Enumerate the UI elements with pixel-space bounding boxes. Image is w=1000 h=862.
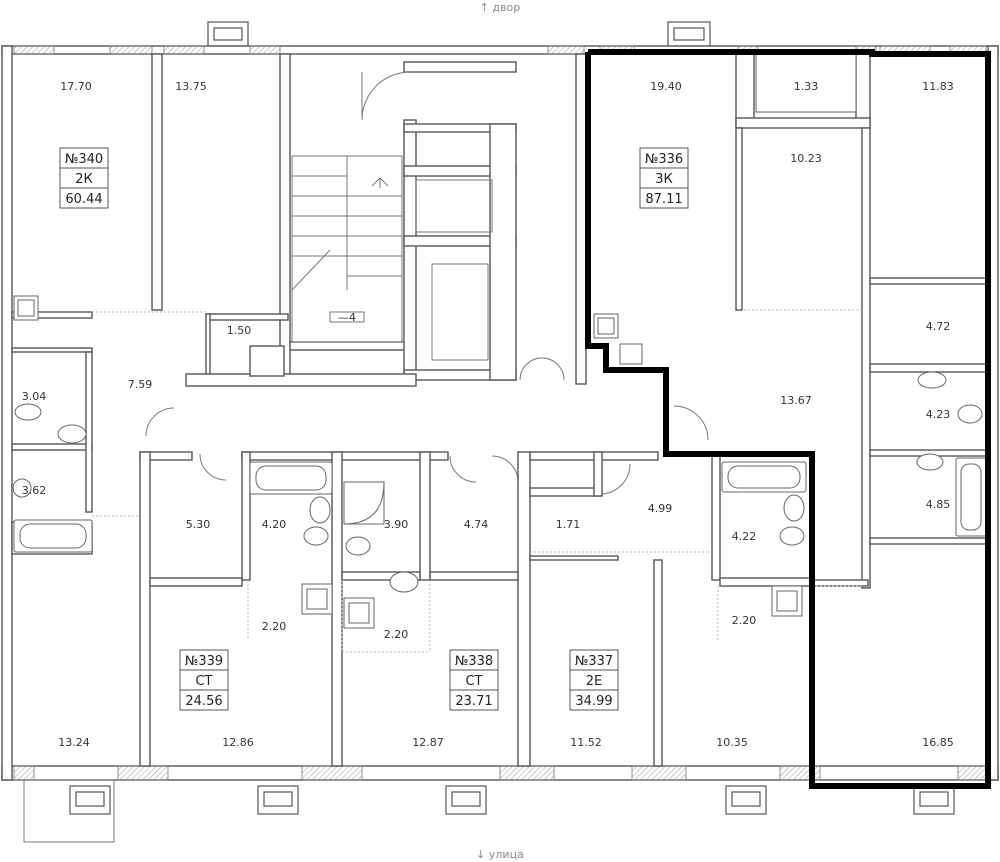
room-area-label: 1.71	[556, 518, 581, 531]
room-area-label: 4.99	[648, 502, 673, 515]
room-area-label: 4.22	[732, 530, 757, 543]
room-area-label: 13.24	[58, 736, 90, 749]
room-area-label: 4.23	[926, 408, 951, 421]
apartment-area: 87.11	[645, 192, 682, 207]
room-area-label: 10.35	[716, 736, 748, 749]
room-area-label: 5.30	[186, 518, 211, 531]
apartment-number: №338	[455, 654, 493, 669]
room-area-label: 13.67	[780, 394, 812, 407]
fixtures	[12, 53, 987, 629]
room-area-label: 12.87	[412, 736, 444, 749]
apartment-number: №340	[65, 152, 103, 167]
apartment-type: 2Е	[586, 674, 603, 689]
room-area-label: 3.90	[384, 518, 409, 531]
room-area-label: 4.72	[926, 320, 951, 333]
stair-mark: —4	[338, 311, 356, 324]
apartment-tag-337: №337 2Е 34.99	[569, 649, 619, 711]
orientation-top: ↑ двор	[480, 1, 521, 14]
room-area-label: 2.20	[262, 620, 287, 633]
apartment-336-outline	[585, 49, 991, 789]
room-area-label: 3.62	[22, 484, 47, 497]
apartment-tag-336: №336 3К 87.11	[639, 147, 689, 209]
apartment-tag-340: №340 2К 60.44	[59, 147, 109, 209]
top-windows	[207, 21, 711, 47]
room-area-label: 11.52	[570, 736, 602, 749]
apartment-tag-box	[179, 689, 229, 711]
room-area-label: 1.50	[227, 324, 252, 337]
room-area-label: 2.20	[732, 614, 757, 627]
room-area-label: 7.59	[128, 378, 153, 391]
room-area-label: 4.85	[926, 498, 951, 511]
orientation-bottom: ↓ улица	[476, 848, 524, 861]
apartment-type: 2К	[75, 172, 93, 187]
apartment-type: СТ	[465, 674, 482, 689]
apartment-area: 24.56	[185, 694, 222, 709]
room-area-label: 13.75	[175, 80, 207, 93]
room-area-label: 2.20	[384, 628, 409, 641]
apartment-type: СТ	[195, 674, 212, 689]
apartment-tag-box	[59, 187, 109, 209]
interior-walls	[11, 53, 989, 767]
apartment-number: №336	[645, 152, 683, 167]
apartment-number: №337	[575, 654, 613, 669]
apartment-type: 3К	[655, 172, 673, 187]
room-area-label: 1.33	[794, 80, 819, 93]
room-area-label: 17.70	[60, 80, 92, 93]
apartment-number: №339	[185, 654, 223, 669]
apartment-area: 23.71	[455, 694, 492, 709]
room-area-label: 4.20	[262, 518, 287, 531]
room-area-label: 12.86	[222, 736, 254, 749]
room-area-label: 10.23	[790, 152, 822, 165]
apartment-area: 60.44	[65, 192, 102, 207]
room-area-label: 11.83	[922, 80, 954, 93]
apartment-tag-box	[569, 689, 619, 711]
room-area-label: 4.74	[464, 518, 489, 531]
room-area-label: 19.40	[650, 80, 682, 93]
bottom-windows	[23, 779, 955, 843]
apartment-tag-box	[639, 187, 689, 209]
room-area-label: 16.85	[922, 736, 954, 749]
apartment-area: 34.99	[575, 694, 612, 709]
outer-walls	[1, 45, 999, 781]
room-area-labels: 17.70 13.75 1.50 7.59 3.04 3.62 13.24 19.40 1.33…	[22, 80, 954, 749]
apartment-tag-box	[449, 689, 499, 711]
room-area-label: 3.04	[22, 390, 47, 403]
dotted-partitions	[92, 309, 862, 653]
